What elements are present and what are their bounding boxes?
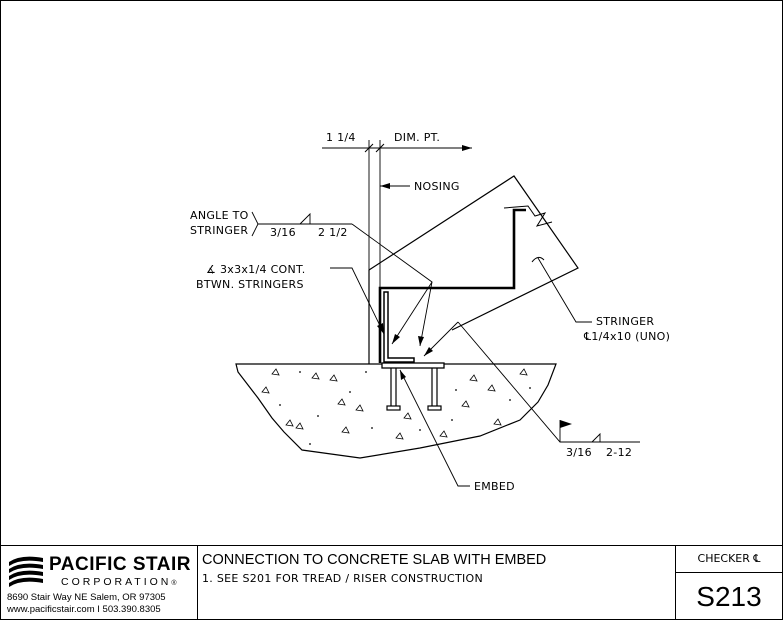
weld-1-reference-line bbox=[251, 211, 259, 237]
embed-arrow bbox=[400, 370, 406, 380]
weld-1-length: 2 1/2 bbox=[318, 226, 348, 239]
label-stringer-callout: STRINGER bbox=[596, 315, 654, 328]
label-angle-cont: ∡ 3x3x1/4 CONT. bbox=[206, 263, 306, 276]
angle-arrow bbox=[377, 323, 384, 334]
weld-1-fillet-symbol bbox=[299, 212, 311, 225]
detail-drawing: 1 1/4 DIM. PT. NOSING ANGLE TO STRINGER … bbox=[190, 131, 670, 493]
dim-tick-right bbox=[375, 143, 385, 153]
label-nosing: NOSING bbox=[414, 180, 460, 193]
concrete-slab bbox=[235, 363, 557, 459]
nosing-arrow bbox=[380, 183, 390, 189]
drawing-note: 1. SEE S201 FOR TREAD / RISER CONSTRUCTI… bbox=[202, 572, 484, 585]
embed-studs bbox=[386, 368, 442, 411]
label-dim-pt: DIM. PT. bbox=[394, 131, 440, 144]
drawing-title: CONNECTION TO CONCRETE SLAB WITH EMBED bbox=[202, 552, 547, 568]
company-address: 8690 Stair Way NE Salem, OR 97305 bbox=[7, 592, 166, 603]
weld-1-arrow-b bbox=[392, 334, 400, 344]
weld-2-fillet-symbol bbox=[591, 432, 601, 443]
label-1-1-4: 1 1/4 bbox=[326, 131, 356, 144]
weld-1-leaders bbox=[351, 223, 433, 347]
company-name: PACIFIC STAIR bbox=[49, 554, 191, 575]
stringer-arc bbox=[531, 256, 545, 263]
label-stringer: STRINGER bbox=[190, 224, 248, 237]
drawing-title-cell: CONNECTION TO CONCRETE SLAB WITH EMBED 1… bbox=[198, 546, 676, 620]
company-sub-text: CORPORATION bbox=[61, 576, 172, 588]
embed-leader bbox=[399, 369, 470, 487]
registered-mark: ® bbox=[171, 580, 177, 587]
company-cell: PACIFIC STAIR CORPORATION® 8690 Stair Wa… bbox=[1, 546, 198, 620]
weld-2-field-flag bbox=[560, 420, 572, 428]
weld-1-arrow-a bbox=[418, 336, 424, 346]
company-logo-icon bbox=[9, 556, 43, 587]
company-subtitle: CORPORATION® bbox=[61, 576, 177, 588]
dim-arrow-head bbox=[462, 145, 472, 151]
stair-bent-plate bbox=[378, 208, 526, 363]
embed-plate bbox=[381, 362, 445, 369]
weld-2-arrow bbox=[424, 347, 433, 356]
concrete-aggregate bbox=[261, 368, 528, 440]
label-embed: EMBED bbox=[474, 480, 515, 493]
checker-label: CHECKER ℄ bbox=[676, 546, 782, 573]
concrete-dots bbox=[279, 371, 531, 445]
riser-plate bbox=[368, 175, 579, 364]
stringer-leader bbox=[537, 257, 592, 323]
company-web-phone: www.pacificstair.com I 503.390.8305 bbox=[7, 604, 161, 615]
label-stringer-size: ℄1/4x10 (UNO) bbox=[583, 330, 670, 343]
sheet-cell: CHECKER ℄ S213 bbox=[676, 546, 782, 620]
angle-leader bbox=[330, 267, 385, 335]
title-block: PACIFIC STAIR CORPORATION® 8690 Stair Wa… bbox=[1, 545, 782, 620]
dim-tick-left bbox=[364, 143, 374, 153]
weld-2-length: 2-12 bbox=[606, 446, 632, 459]
weld-2-size: 3/16 bbox=[566, 446, 592, 459]
weld-1-size: 3/16 bbox=[270, 226, 296, 239]
label-angle-to: ANGLE TO bbox=[190, 209, 249, 222]
sheet-number: S213 bbox=[696, 581, 762, 612]
stringer-break-line bbox=[503, 205, 553, 227]
continuous-angle bbox=[383, 291, 415, 363]
label-btwn-stringers: BTWN. STRINGERS bbox=[196, 278, 304, 291]
